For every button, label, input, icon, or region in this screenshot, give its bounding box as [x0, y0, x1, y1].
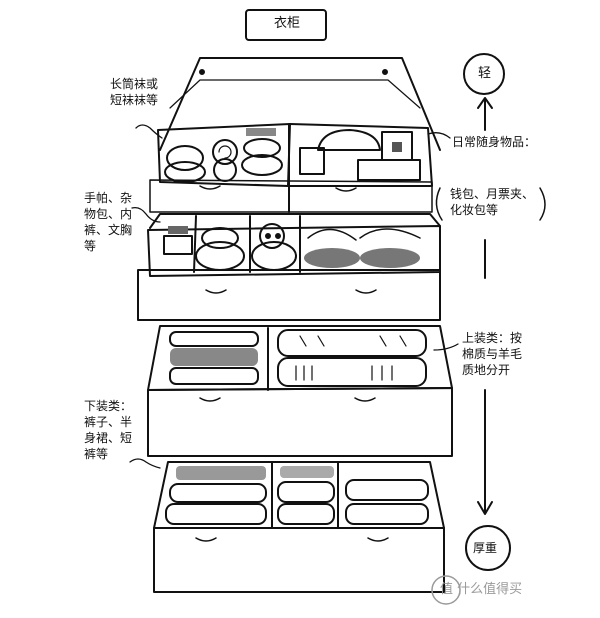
page-title: 衣柜: [274, 16, 301, 31]
drawer-4-bottoms: [153, 461, 445, 593]
drawer-2-small-items: [137, 213, 441, 321]
light-circle: [463, 53, 505, 95]
scale-light-label: 轻: [478, 66, 492, 81]
hankies-label: 手帕、杂 物包、内 裤、文胸 等: [84, 191, 133, 253]
drawer-1-accessories: [149, 57, 441, 213]
daily-items-label: 日常随身物品：: [452, 135, 537, 149]
weight-scale: [435, 53, 546, 571]
scale-heavy-label: 厚重: [473, 541, 498, 555]
daily-items-examples: 钱包、月票夹、 化妆包等: [450, 187, 535, 217]
tops-label: 上装类：按 棉质与羊毛 质地分开: [462, 331, 523, 377]
heavy-circle: [465, 525, 511, 571]
watermark-text: 值 什么值得买: [440, 582, 523, 597]
title-box: [245, 9, 327, 41]
label-pointers: [129, 124, 459, 469]
down-arrow-icon: [477, 501, 493, 515]
bottoms-label: 下装类： 裤子、半 身裙、短 裤等: [84, 399, 133, 461]
socks-label: 长筒袜或 短袜袜等: [110, 77, 159, 107]
watermark-logo: [431, 575, 461, 605]
drawer-3-tops: [147, 325, 453, 457]
